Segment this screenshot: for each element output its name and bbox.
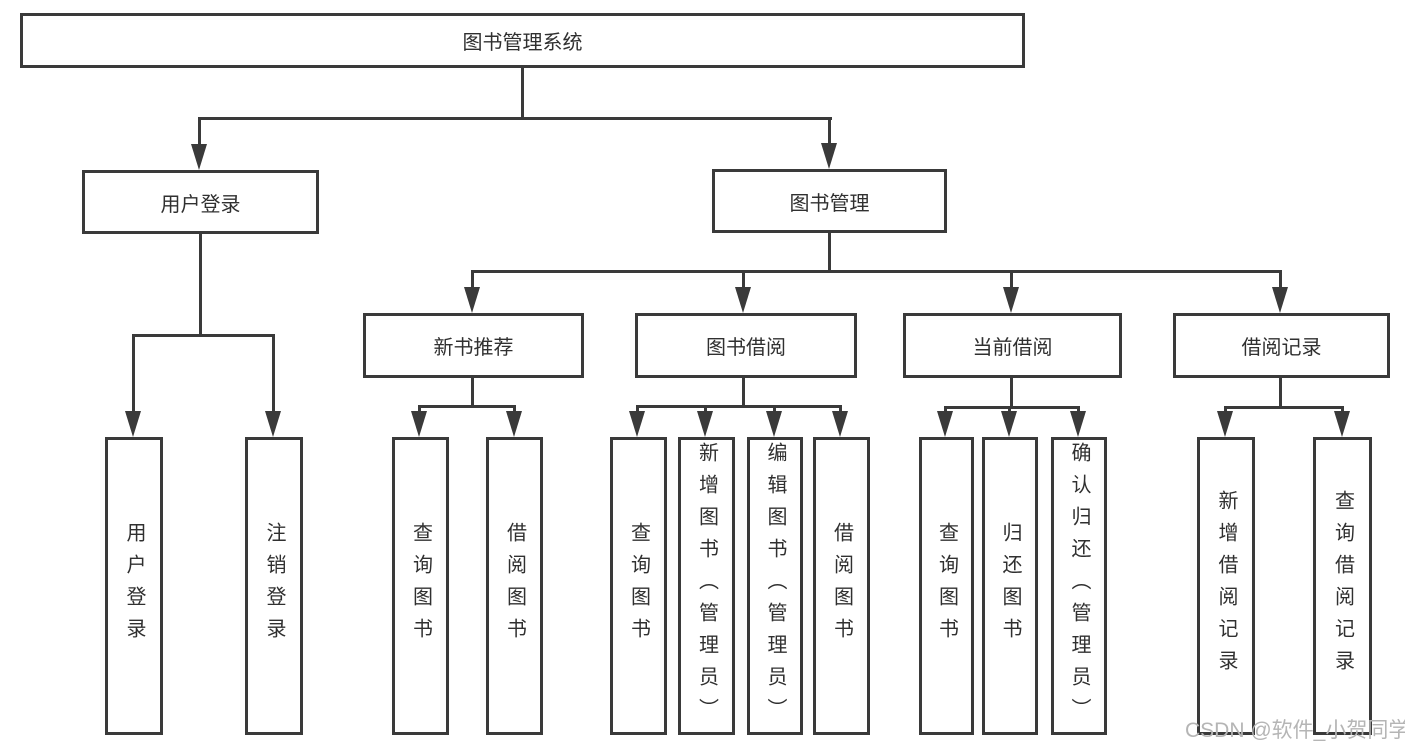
arrow-to-leaf-edit-book xyxy=(766,411,782,437)
connector-recommend-drop-2 xyxy=(513,405,516,413)
node-book-borrow: 图书借阅 xyxy=(635,313,857,378)
connector-mgmt-drop-1 xyxy=(471,270,474,289)
arrow-to-book-borrow xyxy=(735,287,751,313)
connector-records-stem xyxy=(1279,378,1282,409)
leaf-add-book-admin: 新增图书（管理员） xyxy=(678,437,735,735)
arrow-to-new-book-recommend xyxy=(464,287,480,313)
connector-current-rail xyxy=(944,406,1080,409)
connector-borrow-stem xyxy=(742,378,745,408)
connector-mgmt-drop-2 xyxy=(742,270,745,289)
connector-borrow-drop-1 xyxy=(636,405,639,413)
arrow-to-leaf-user-login xyxy=(125,411,141,437)
arrow-to-leaf-borrow-books xyxy=(832,411,848,437)
connector-root-drop-right xyxy=(828,117,831,145)
leaf-user-login: 用户登录 xyxy=(105,437,163,735)
connector-mgmt-rail xyxy=(471,270,1282,273)
arrow-to-borrow-records xyxy=(1272,287,1288,313)
connector-current-drop-3 xyxy=(1077,406,1080,413)
connector-borrow-drop-2 xyxy=(704,405,707,413)
leaf-borrow-books: 借阅图书 xyxy=(813,437,870,735)
leaf-borrow-books-recommend: 借阅图书 xyxy=(486,437,543,735)
connector-mgmt-drop-4 xyxy=(1279,270,1282,289)
node-new-book-recommend: 新书推荐 xyxy=(363,313,584,378)
connector-current-drop-1 xyxy=(944,406,947,413)
node-book-management: 图书管理 xyxy=(712,169,947,233)
connector-login-stem xyxy=(199,234,202,336)
leaf-logout: 注销登录 xyxy=(245,437,303,735)
leaf-query-borrow-record: 查询借阅记录 xyxy=(1313,437,1372,735)
connector-mgmt-stem xyxy=(828,233,831,273)
leaf-confirm-return-admin: 确认归还（管理员） xyxy=(1051,437,1107,735)
connector-records-drop-2 xyxy=(1341,406,1344,413)
leaf-query-books-current: 查询图书 xyxy=(919,437,974,735)
connector-login-drop-2 xyxy=(272,334,275,412)
arrow-to-user-login xyxy=(191,144,207,170)
leaf-edit-book-admin: 编辑图书（管理员） xyxy=(747,437,803,735)
connector-borrow-rail xyxy=(636,405,842,408)
connector-login-rail xyxy=(132,334,275,337)
leaf-query-books-borrow: 查询图书 xyxy=(610,437,667,735)
arrow-to-leaf-query-recommend xyxy=(411,411,427,437)
node-current-borrow: 当前借阅 xyxy=(903,313,1122,378)
connector-records-drop-1 xyxy=(1224,406,1227,413)
arrow-to-leaf-query-current xyxy=(937,411,953,437)
connector-borrow-drop-3 xyxy=(773,405,776,413)
connector-current-stem xyxy=(1010,378,1013,409)
connector-current-drop-2 xyxy=(1008,406,1011,413)
arrow-to-leaf-add-book xyxy=(697,411,713,437)
arrow-to-leaf-add-record xyxy=(1217,411,1233,437)
arrow-to-leaf-borrow-recommend xyxy=(506,411,522,437)
connector-records-rail xyxy=(1224,406,1344,409)
connector-borrow-drop-4 xyxy=(839,405,842,413)
connector-recommend-rail xyxy=(418,405,516,408)
connector-mgmt-drop-3 xyxy=(1010,270,1013,289)
arrow-to-current-borrow xyxy=(1003,287,1019,313)
leaf-add-borrow-record: 新增借阅记录 xyxy=(1197,437,1255,735)
connector-root-stem xyxy=(521,68,524,118)
arrow-to-leaf-query-record xyxy=(1334,411,1350,437)
arrow-to-leaf-confirm-return xyxy=(1070,411,1086,437)
leaf-return-book: 归还图书 xyxy=(982,437,1038,735)
connector-root-rail xyxy=(198,117,832,120)
connector-recommend-stem xyxy=(471,378,474,408)
node-user-login: 用户登录 xyxy=(82,170,319,234)
connector-login-drop-1 xyxy=(132,334,135,412)
leaf-query-books-recommend: 查询图书 xyxy=(392,437,449,735)
connector-recommend-drop-1 xyxy=(418,405,421,413)
connector-root-drop-left xyxy=(198,117,201,146)
arrow-to-leaf-logout xyxy=(265,411,281,437)
arrow-to-book-management xyxy=(821,143,837,169)
node-borrow-records: 借阅记录 xyxy=(1173,313,1390,378)
node-root: 图书管理系统 xyxy=(20,13,1025,68)
arrow-to-leaf-return-book xyxy=(1001,411,1017,437)
arrow-to-leaf-query-borrow xyxy=(629,411,645,437)
